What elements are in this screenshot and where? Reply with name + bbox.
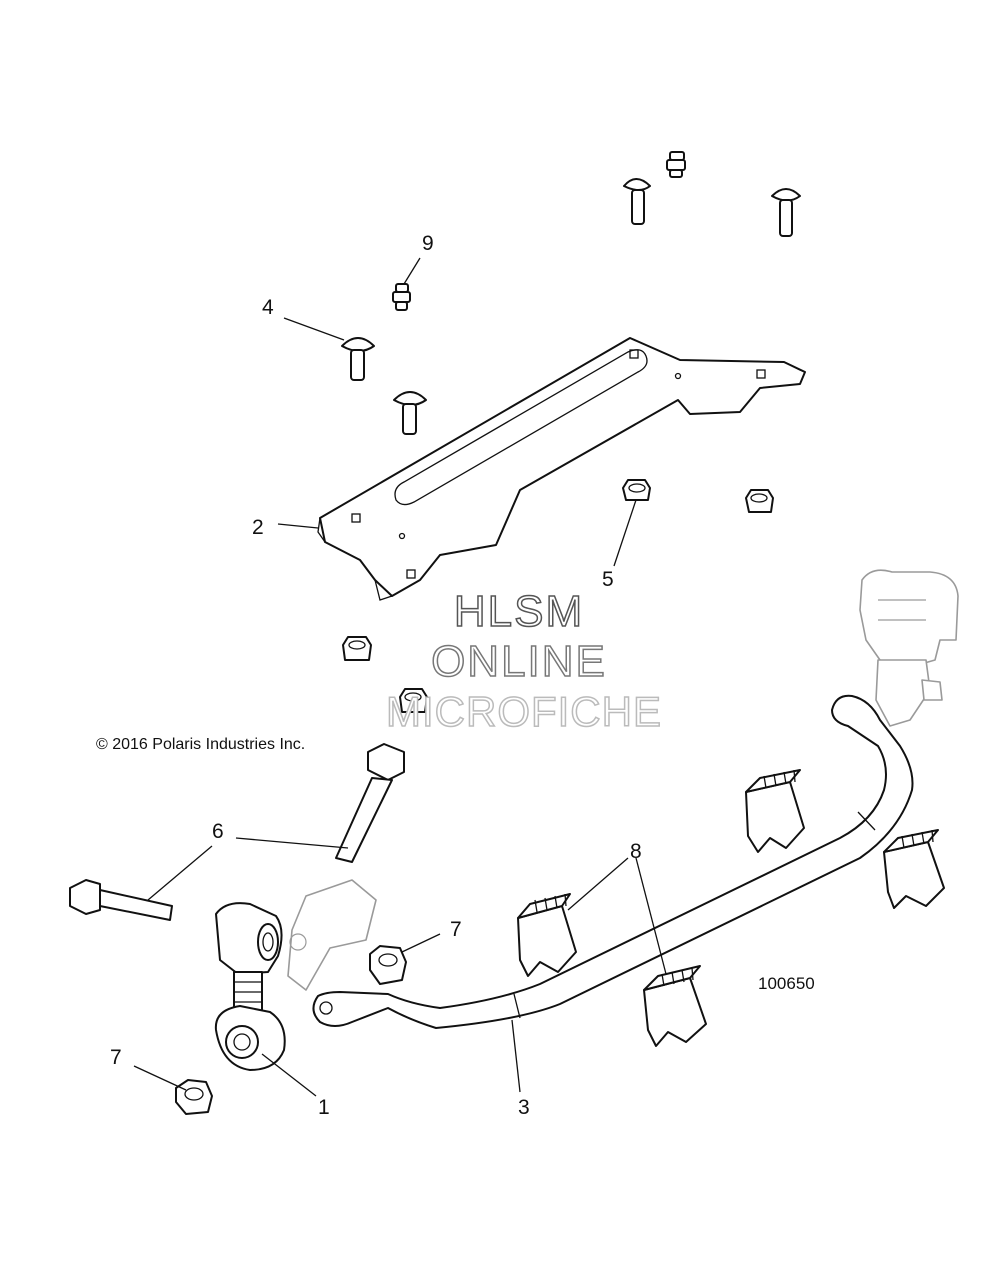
bushing-rear-left xyxy=(745,769,805,853)
callout-5: 5 xyxy=(602,568,614,591)
watermark-line-1: HLSM xyxy=(454,587,584,636)
steering-knuckle-ghost xyxy=(859,569,959,727)
callout-9: 9 xyxy=(422,232,434,255)
flange-nut-center xyxy=(399,688,428,713)
callout-8: 8 xyxy=(630,840,642,863)
flange-nut-item-7-lower xyxy=(175,1079,213,1115)
callout-3: 3 xyxy=(518,1096,530,1119)
flange-nut-right xyxy=(745,489,774,513)
callout-6: 6 xyxy=(212,820,224,843)
bushing-item-8-front xyxy=(517,893,577,977)
grease-fitting-item-9 xyxy=(392,283,411,311)
callout-7-lower: 7 xyxy=(110,1046,122,1069)
carriage-bolt-lower xyxy=(393,391,427,435)
leader-lines xyxy=(133,257,667,1097)
bushing-front-lower xyxy=(643,965,707,1047)
callout-1: 1 xyxy=(318,1096,330,1119)
callout-7-upper: 7 xyxy=(450,918,462,941)
carriage-bolt-upper-left xyxy=(623,178,651,225)
flange-bolt-long-item-6 xyxy=(69,879,173,921)
watermark-line-2: ONLINE xyxy=(431,637,607,686)
copyright-notice: © 2016 Polaris Industries Inc. xyxy=(96,736,305,753)
mounting-bracket-item-2 xyxy=(317,337,806,601)
stabilizer-link-item-1 xyxy=(214,902,286,1071)
flange-nut-left xyxy=(342,636,372,661)
flange-nut-item-5 xyxy=(622,479,651,501)
grease-fitting-upper xyxy=(666,151,686,178)
watermark: HLSM ONLINE MICROFICHE xyxy=(385,586,662,736)
flange-nut-item-7-upper xyxy=(369,945,407,985)
callout-4: 4 xyxy=(262,296,274,319)
flange-bolt-short xyxy=(335,743,405,863)
bushing-rear-right xyxy=(883,829,945,909)
watermark-line-3: MICROFICHE xyxy=(386,688,662,735)
figure-number: 100650 xyxy=(758,974,815,993)
carriage-bolt-upper-right xyxy=(771,188,801,237)
carriage-bolt-item-4 xyxy=(341,337,375,381)
stabilizer-bar-item-3 xyxy=(312,694,914,1029)
callout-2: 2 xyxy=(252,516,264,539)
mounting-tab-ghost xyxy=(287,879,377,991)
